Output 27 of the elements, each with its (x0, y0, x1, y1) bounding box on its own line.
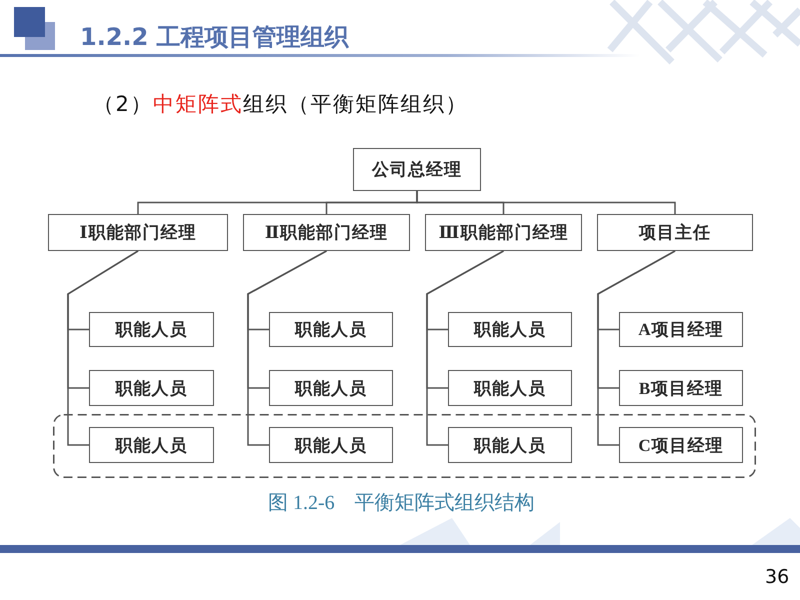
position-box: 职能人员 (448, 427, 572, 463)
position-box: 职能人员 (448, 312, 572, 347)
page-number: 36 (765, 565, 790, 590)
slide-title: 1.2.2 工程项目管理组织 (80, 22, 349, 53)
position-box: 职能人员 (269, 370, 393, 406)
position-box: 职能人员 (448, 370, 572, 406)
section-heading: （2）中矩阵式组织（平衡矩阵组织） (93, 91, 468, 118)
position-box: 职能人员 (269, 312, 393, 347)
position-box: 职能人员 (269, 427, 393, 463)
connector-line (416, 191, 676, 214)
position-box: A项目经理 (619, 312, 743, 347)
position-box: 职能人员 (89, 427, 214, 463)
position-box: Ⅰ职能部门经理 (48, 214, 228, 251)
position-box: 项目主任 (597, 214, 753, 251)
figure-caption: 图 1.2-6 平衡矩阵式组织结构 (268, 491, 535, 516)
position-box: 职能人员 (89, 312, 214, 347)
position-box: Ⅲ职能部门经理 (425, 214, 582, 251)
position-box: 公司总经理 (353, 148, 481, 191)
position-box: 职能人员 (89, 370, 214, 406)
connector-line (247, 250, 327, 446)
connector-line (597, 250, 676, 446)
position-box: Ⅱ职能部门经理 (243, 214, 410, 251)
dashed-group-frame (53, 414, 756, 478)
connector-line (67, 250, 138, 446)
position-box: C项目经理 (619, 427, 743, 463)
connector-line (426, 250, 504, 446)
position-box: B项目经理 (619, 370, 743, 406)
